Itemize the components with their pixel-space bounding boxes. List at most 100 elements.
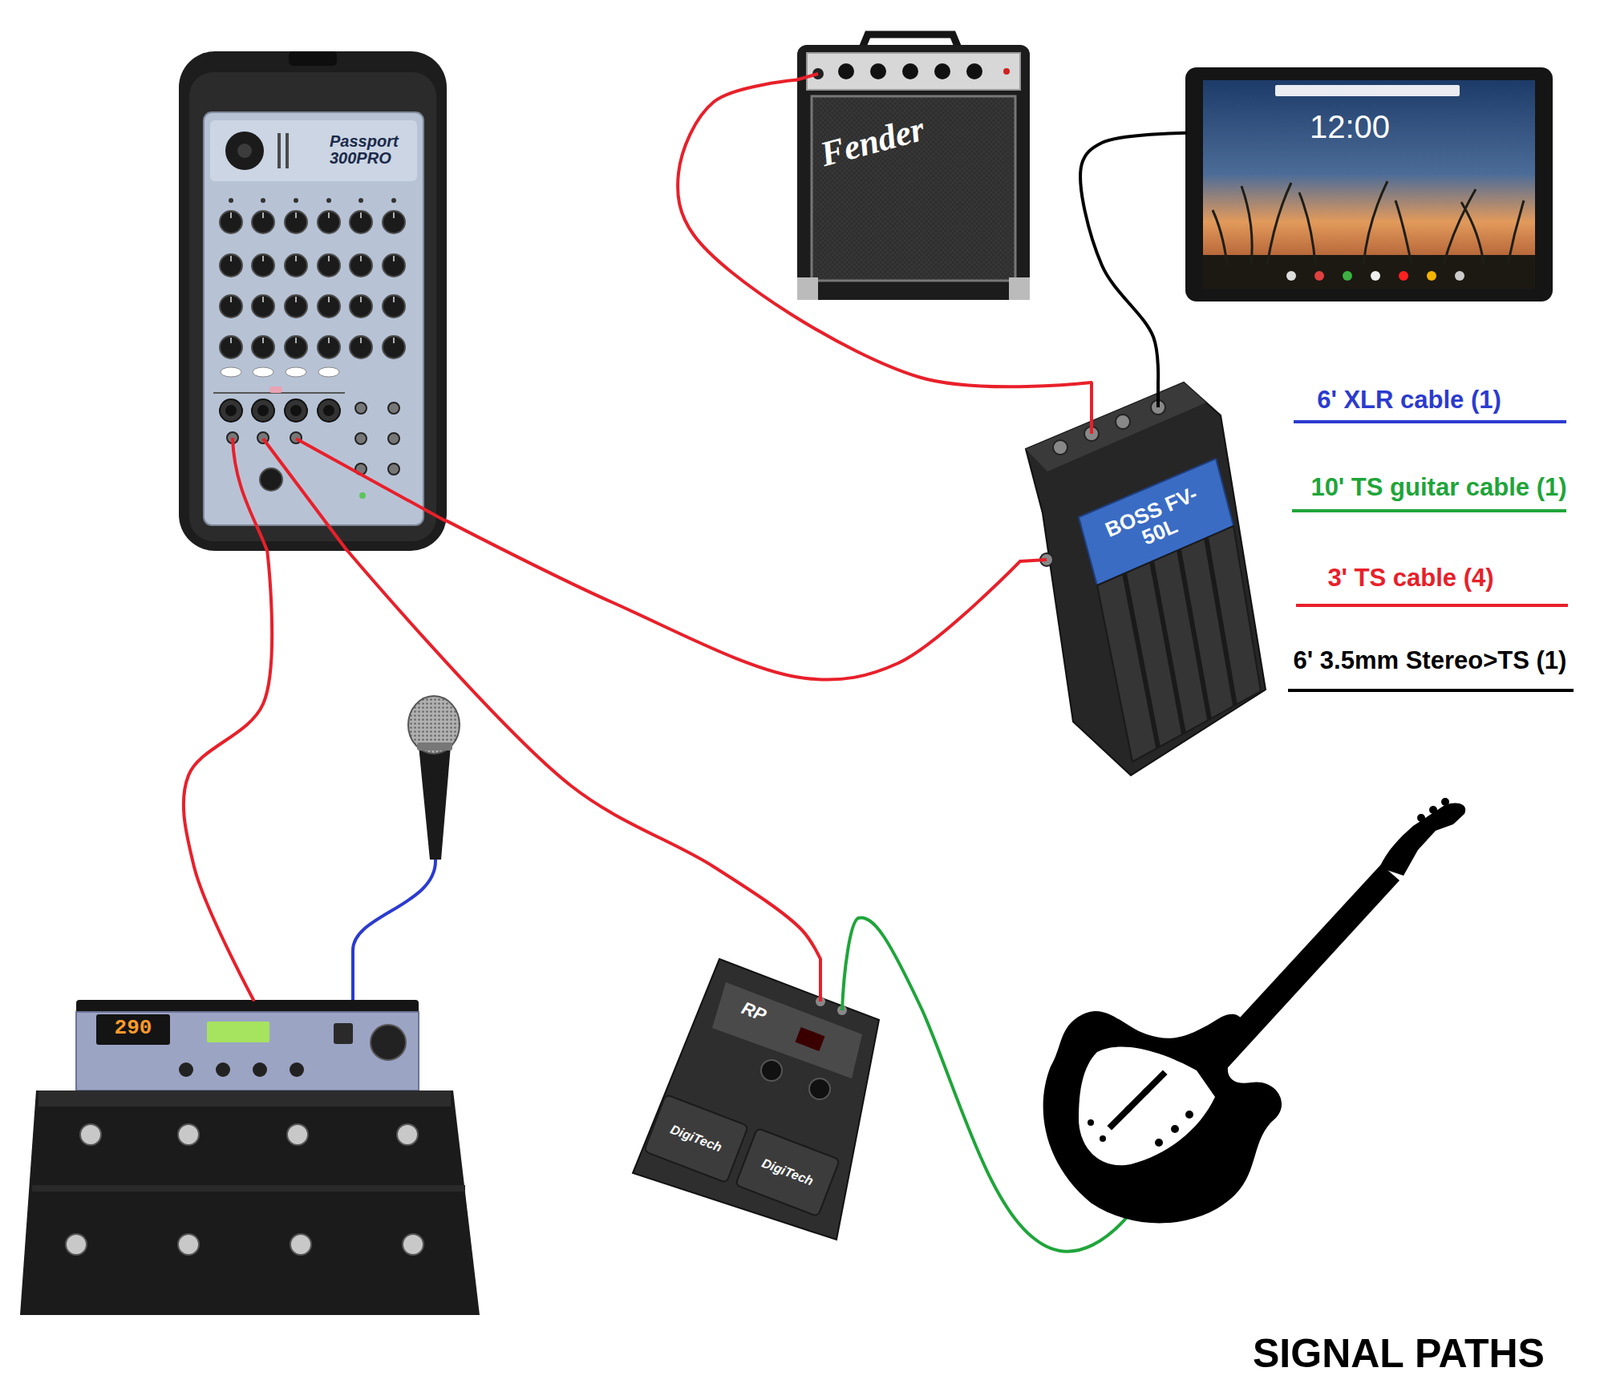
- vocal-processor-illustration: [20, 1000, 480, 1316]
- mixer-part: [228, 198, 234, 203]
- volume-pedal-part: [1097, 526, 1261, 762]
- mixer-part: [252, 367, 274, 377]
- mixer-illustration: [178, 51, 447, 551]
- mixer-part: [317, 336, 341, 359]
- mixer-part: [391, 198, 397, 203]
- amp-part: [934, 63, 951, 80]
- mixer-part: [317, 254, 341, 277]
- vocal-processor-part: [96, 1014, 171, 1046]
- vocal-processor-part: [252, 1062, 268, 1078]
- mixer-part: [277, 133, 281, 169]
- guitar-part: [1185, 1110, 1194, 1119]
- vocal-processor-part: [396, 1124, 418, 1146]
- multi-effects-part: [644, 1094, 749, 1183]
- tablet-part: [1314, 271, 1325, 281]
- vocal-processor-part: [402, 1234, 424, 1256]
- vocal-processor-part: [287, 1124, 308, 1146]
- mixer-part: [359, 492, 366, 499]
- guitar-part: [1043, 1011, 1282, 1224]
- tablet-box: 12:00: [1185, 67, 1553, 302]
- volume-pedal-part: [1020, 559, 1047, 562]
- amp-part: [1008, 277, 1030, 300]
- mixer-part: [260, 198, 266, 203]
- mixer-part: [355, 402, 367, 414]
- tablet-part: [1454, 271, 1465, 281]
- vocal-processor-part: [20, 1090, 480, 1316]
- mixer-part: [284, 399, 308, 422]
- microphone-part: [408, 696, 460, 754]
- mixer-part: [251, 399, 275, 422]
- mixer-part: [349, 254, 373, 277]
- legend-label: 6' 3.5mm Stereo>TS (1): [1293, 646, 1568, 676]
- cable: [347, 550, 821, 960]
- vocal-processor-part: [289, 1062, 304, 1078]
- mixer-part: [237, 143, 252, 158]
- cable: [183, 550, 272, 1001]
- mixer-part: [293, 198, 299, 203]
- mixer-part: [251, 295, 275, 318]
- mixer-part: [285, 367, 307, 377]
- volume-pedal-part: [1025, 382, 1207, 472]
- mixer-part: [225, 405, 237, 417]
- tablet-part: [1203, 255, 1536, 289]
- volume-pedal-illustration: [1020, 382, 1266, 776]
- vocal-processor-part: [290, 1234, 312, 1256]
- mixer-part: [269, 386, 283, 393]
- legend-line-sample: [1292, 509, 1567, 513]
- cable: [677, 80, 1092, 387]
- device-label: DigiTech: [747, 1150, 828, 1195]
- vocal-processor-part: [370, 1024, 406, 1061]
- amp-part: [902, 63, 919, 80]
- device-label: DigiTech: [656, 1117, 737, 1161]
- vocal-processor-part: [178, 1124, 199, 1146]
- mixer-part: [210, 120, 418, 182]
- guitar-part: [1099, 1135, 1106, 1143]
- multi-effects-box: RP DigiTechDigiTech: [632, 959, 884, 1242]
- guitar-part: [1417, 814, 1426, 823]
- amp-part: [1003, 68, 1010, 75]
- device-label: Passport 300PRO: [329, 133, 410, 167]
- mixer-part: [251, 336, 275, 359]
- mixer-part: [388, 433, 400, 445]
- vocal-processor-part: [215, 1062, 231, 1078]
- vocal-processor-part: [206, 1021, 270, 1043]
- volume-pedal-part: [1025, 382, 1266, 776]
- device-label: Fender: [809, 107, 936, 177]
- mixer-part: [284, 254, 308, 277]
- vocal-processor-part: [65, 1234, 87, 1256]
- amp-illustration: [795, 34, 1030, 300]
- microphone-part: [352, 859, 436, 1003]
- mixer-part: [284, 295, 308, 318]
- mixer-part: [259, 468, 283, 491]
- mixer-part: [232, 437, 268, 551]
- mixer-part: [257, 405, 269, 417]
- tablet-part: [1203, 80, 1536, 289]
- guitar-part: [1379, 803, 1466, 876]
- microphone-part: [417, 742, 453, 751]
- mixer-part: [349, 210, 373, 234]
- vocal-processor-part: [178, 1234, 199, 1256]
- vocal-processor-part: [178, 1062, 194, 1078]
- mixer-box: Passport 300PRO: [178, 51, 447, 551]
- volume-pedal-part: [1124, 538, 1236, 748]
- multi-effects-part: [794, 1027, 825, 1052]
- volume-pedal-part: [1115, 414, 1131, 430]
- vocal-processor-part: [80, 1124, 102, 1146]
- mixer-part: [349, 336, 373, 359]
- guitar-illustration: [1043, 797, 1467, 1224]
- mixer-part: [225, 131, 264, 171]
- tablet-part: [1398, 271, 1409, 281]
- device-label: RP: [733, 996, 774, 1028]
- mixer-part: [317, 399, 341, 422]
- device-label: 290: [100, 1016, 167, 1041]
- mixer-part: [358, 198, 364, 203]
- volume-pedal-part: [1156, 382, 1160, 408]
- amp-box: Fender: [795, 30, 1032, 302]
- mixer-part: [317, 210, 341, 234]
- volume-pedal-part: [1053, 440, 1068, 455]
- mixer-part: [220, 367, 242, 377]
